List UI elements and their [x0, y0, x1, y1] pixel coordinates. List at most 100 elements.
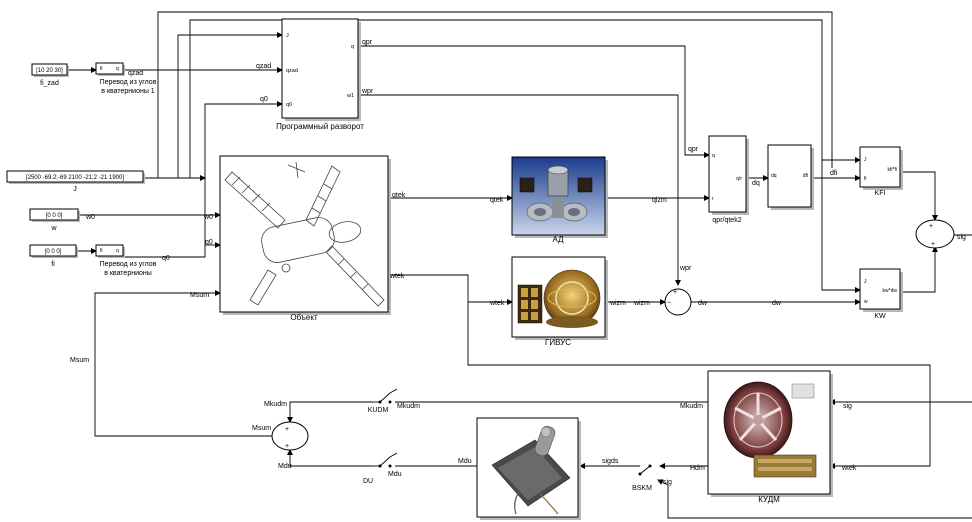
signal-label: wtek — [389, 273, 405, 280]
sum-block-dw[interactable]: + − — [665, 289, 691, 315]
svg-text:+: + — [929, 223, 933, 230]
signal-label: qzad — [256, 63, 271, 70]
switch-kudm[interactable]: KUDM — [368, 389, 397, 414]
signal-label: wpr — [361, 88, 374, 95]
signal-label: dw — [772, 300, 782, 307]
signal-label: wtek — [841, 465, 857, 472]
signal-label: q0 — [260, 96, 268, 103]
port-label: J — [286, 33, 289, 39]
signal-label: sig — [957, 234, 966, 241]
block-caption: в кватернионы 1 — [101, 88, 155, 95]
signal-label: qzad — [128, 70, 143, 77]
switch-label: KUDM — [368, 407, 389, 414]
signal-label: qpr — [688, 146, 699, 153]
angle-to-quaternion-block-1[interactable]: fi q Перевод из углов в кватернионы 1 — [96, 63, 157, 95]
constant-label: fi — [51, 261, 55, 268]
port-label: kw*dw — [883, 288, 898, 294]
port-label: w — [864, 299, 868, 305]
port-label: fi — [864, 176, 867, 182]
signal-label: wizm — [609, 300, 626, 307]
block-caption: qpr/qtek2 — [712, 217, 741, 224]
du-engine-block[interactable] — [477, 418, 581, 520]
signal-label: qtek — [490, 197, 504, 204]
program-turn-block[interactable]: J qzad q0 q w1 Программный разворот — [276, 19, 364, 131]
block-caption: Перевод из углов — [100, 261, 157, 268]
svg-text:fi: fi — [100, 248, 103, 254]
signal-label: qpr — [362, 39, 373, 46]
signal-label: Mdu — [388, 471, 402, 478]
svg-text:dfi: dfi — [803, 173, 808, 179]
signal-label: Msum — [190, 292, 209, 299]
constant-value: [0 0 0] — [45, 249, 62, 255]
constant-value: [0 0 0] — [46, 213, 63, 219]
constant-label: fi_zad — [40, 80, 59, 87]
port-label: w1 — [346, 93, 354, 99]
port-label: q0 — [286, 102, 292, 108]
port-label: qzad — [286, 68, 298, 74]
constant-J[interactable]: [2500 -69.2;-69 2100 -21;2 -21 1900] J — [7, 171, 145, 193]
signal-label: qizm — [652, 197, 667, 204]
block-caption: Перевод из углов — [100, 79, 157, 86]
sum-block-msum[interactable]: + + — [272, 422, 308, 450]
block-caption: в кватернионы — [104, 270, 152, 277]
signal-label: Mkudm — [264, 401, 287, 408]
ad-sensor-block[interactable]: АД — [512, 157, 608, 244]
gyro-block[interactable]: ГИВУС — [512, 257, 608, 347]
kw-gain-block[interactable]: J w kw*dw KW — [860, 269, 903, 320]
constant-label: J — [73, 186, 77, 193]
signal-label: Mkudm — [680, 403, 703, 410]
svg-text:+: + — [285, 443, 289, 450]
signal-label: wtek — [489, 300, 505, 307]
switch-label: DU — [363, 478, 373, 485]
signal-label: Mkudm — [397, 403, 420, 410]
svg-text:q: q — [712, 153, 715, 159]
signal-label: Msum — [70, 357, 89, 364]
signal-label: Msum — [252, 425, 271, 432]
angle-to-quaternion-block[interactable]: fi q Перевод из углов в кватернионы — [96, 245, 157, 277]
block-caption: АД — [552, 235, 564, 244]
block-caption: Объект — [290, 313, 318, 322]
constant-w[interactable]: [0 0 0] w — [30, 209, 80, 232]
kudm-block[interactable]: КУДМ — [708, 371, 833, 504]
constant-value: [2500 -69.2;-69 2100 -21;2 -21 1900] — [26, 175, 124, 181]
object-block[interactable]: Объект — [220, 156, 391, 322]
signal-label: Mdu — [458, 458, 472, 465]
signal-label: dq — [752, 180, 760, 187]
kfi-gain-block[interactable]: J fi kfi*fi KFI — [860, 147, 903, 197]
signal-label: dw — [698, 300, 708, 307]
svg-text:+: + — [285, 426, 289, 433]
block-caption: KFI — [875, 190, 886, 197]
signal-label: qtek — [392, 192, 406, 199]
constant-fi[interactable]: [0 0 0] fi — [30, 245, 78, 268]
qpr-qtek2-block[interactable]: q r q/r qpr/qtek2 — [709, 136, 749, 224]
signal-label: w0 — [203, 214, 213, 221]
signal-label: q0 — [162, 255, 170, 262]
svg-text:fi: fi — [100, 66, 103, 72]
svg-text:−: − — [667, 300, 671, 307]
svg-text:q: q — [116, 66, 119, 72]
svg-text:q/r: q/r — [736, 176, 742, 182]
block-caption: КУДМ — [758, 495, 780, 504]
signal-label: wpr — [679, 265, 692, 272]
svg-text:+: + — [673, 289, 677, 296]
constant-fi-zad[interactable]: [10 20 30] fi_zad — [32, 64, 69, 87]
svg-text:+: + — [931, 241, 935, 248]
switch-du[interactable]: DU — [363, 453, 397, 485]
block-caption: KW — [874, 313, 886, 320]
dq-to-dfi-block[interactable]: dq dfi — [768, 145, 814, 210]
port-label: q — [351, 44, 354, 50]
signal-label: sigds — [602, 458, 619, 465]
block-caption: ГИВУС — [545, 338, 571, 347]
signal-label: wizm — [633, 300, 650, 307]
signal-label: Mdu — [278, 463, 292, 470]
switch-bskm[interactable]: BSKM — [632, 465, 652, 493]
signal-label: Hdm — [690, 465, 705, 472]
signal-label: w0 — [85, 214, 95, 221]
switch-label: BSKM — [632, 485, 652, 492]
port-label: kfi*fi — [888, 167, 897, 173]
svg-text:q: q — [116, 248, 119, 254]
block-caption: Программный разворот — [276, 122, 364, 131]
constant-label: w — [50, 225, 57, 232]
sum-block-sig[interactable]: + + — [916, 220, 954, 248]
